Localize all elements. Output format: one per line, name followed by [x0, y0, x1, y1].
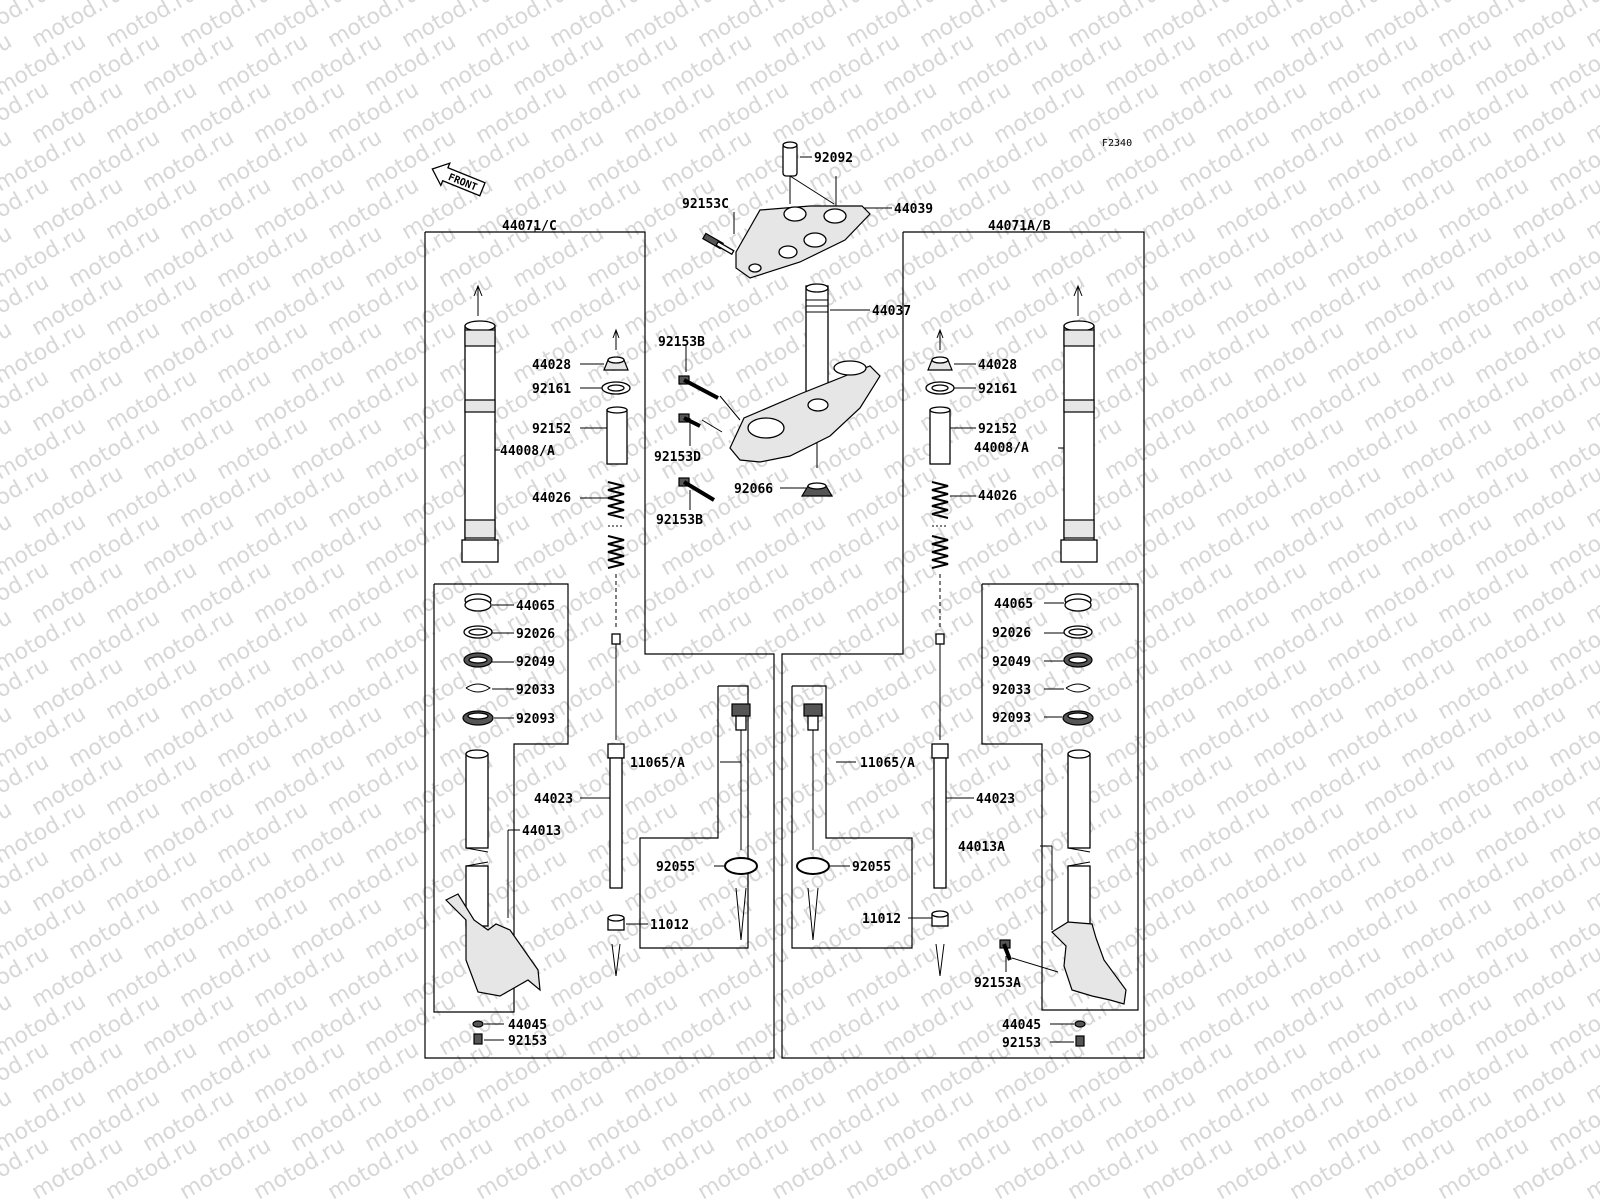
label-92092: 92092 [814, 151, 853, 166]
right-label-44028: 44028 [978, 358, 1017, 373]
label-44071C: 44071/C [502, 219, 557, 234]
right-bushing-11012-icon [908, 910, 949, 977]
right-label-44065: 44065 [994, 597, 1033, 612]
label-92153B-bottom: 92153B [656, 513, 703, 528]
right-label-44045: 44045 [1002, 1018, 1041, 1033]
bolt-92153B-bottom-icon [678, 477, 716, 510]
steering-stem-part [729, 283, 881, 468]
label-92066: 92066 [734, 482, 773, 497]
left-label-11012: 11012 [650, 918, 689, 933]
right-label-92152: 92152 [978, 422, 1017, 437]
left-outer-tube-icon [461, 284, 500, 563]
left-label-92033: 92033 [516, 683, 555, 698]
label-44071AB: 44071A/B [988, 219, 1051, 234]
right-label-92153: 92153 [1002, 1036, 1041, 1051]
right-label-92026: 92026 [992, 626, 1031, 641]
diagram-code: F2340 [1102, 138, 1132, 149]
right-label-44023: 44023 [976, 792, 1015, 807]
left-washer-92161-icon [580, 381, 631, 395]
left-inner-tube-icon [444, 749, 541, 997]
right-label-92093: 92093 [992, 711, 1031, 726]
right-label-92049: 92049 [992, 655, 1031, 670]
right-bolt-44045-92153-icon [1050, 1020, 1086, 1047]
left-label-92153: 92153 [508, 1034, 547, 1049]
left-label-44045: 44045 [508, 1018, 547, 1033]
left-label-92026: 92026 [516, 627, 555, 642]
left-seal-stack-icon [462, 593, 514, 726]
right-label-92033: 92033 [992, 683, 1031, 698]
left-label-92152: 92152 [532, 422, 571, 437]
left-cap-44028-icon [580, 328, 629, 371]
right-seal-stack-icon [1044, 593, 1094, 726]
left-label-44013: 44013 [522, 824, 561, 839]
right-label-11065A: 11065/A [860, 756, 915, 771]
left-label-92161: 92161 [532, 382, 571, 397]
left-bushing-11012-icon [607, 914, 648, 977]
left-damper-11065-icon [714, 703, 758, 941]
right-spring-44026-icon [931, 481, 976, 569]
right-cartridge-rod-icon [931, 574, 974, 889]
left-label-92049: 92049 [516, 655, 555, 670]
bolt-92153B-top-icon [678, 344, 741, 421]
label-44037: 44037 [872, 304, 911, 319]
bolt-92153C-icon [702, 212, 735, 256]
right-cap-44028-icon [927, 328, 976, 371]
bolt-92153D-icon [678, 413, 723, 446]
right-damper-11065-icon [796, 703, 856, 941]
left-label-44023: 44023 [534, 792, 573, 807]
label-92153D: 92153D [654, 450, 701, 465]
right-bolt-92153A-icon [999, 939, 1059, 973]
left-spacer-92152-icon [580, 406, 628, 465]
right-label-92153A: 92153A [974, 976, 1021, 991]
left-label-92055: 92055 [656, 860, 695, 875]
right-inner-tube-icon [1040, 749, 1127, 1005]
right-label-92055: 92055 [852, 860, 891, 875]
left-label-11065A: 11065/A [630, 756, 685, 771]
left-label-44028: 44028 [532, 358, 571, 373]
right-outer-tube-icon [1058, 284, 1098, 563]
left-fork-assembly-box [424, 226, 775, 1059]
label-92153C: 92153C [682, 197, 729, 212]
right-label-44013A: 44013A [958, 840, 1005, 855]
left-bolt-44045-92153-icon [472, 1020, 504, 1045]
left-label-92093: 92093 [516, 712, 555, 727]
right-label-44008A: 44008/A [974, 441, 1029, 456]
label-92153B-top: 92153B [658, 335, 705, 350]
top-bracket-part [735, 141, 892, 279]
right-label-11012: 11012 [862, 912, 901, 927]
right-washer-92161-icon [925, 381, 976, 395]
left-label-44065: 44065 [516, 599, 555, 614]
right-spacer-92152-icon [929, 406, 976, 465]
seal-92066-icon [780, 482, 834, 497]
left-label-44008A: 44008/A [500, 444, 555, 459]
left-spring-44026-icon [580, 481, 625, 569]
left-cartridge-rod-icon [580, 574, 625, 889]
right-label-92161: 92161 [978, 382, 1017, 397]
left-label-44026: 44026 [532, 491, 571, 506]
right-label-44026: 44026 [978, 489, 1017, 504]
label-44039: 44039 [894, 202, 933, 217]
right-fork-assembly-box [781, 226, 1145, 1059]
